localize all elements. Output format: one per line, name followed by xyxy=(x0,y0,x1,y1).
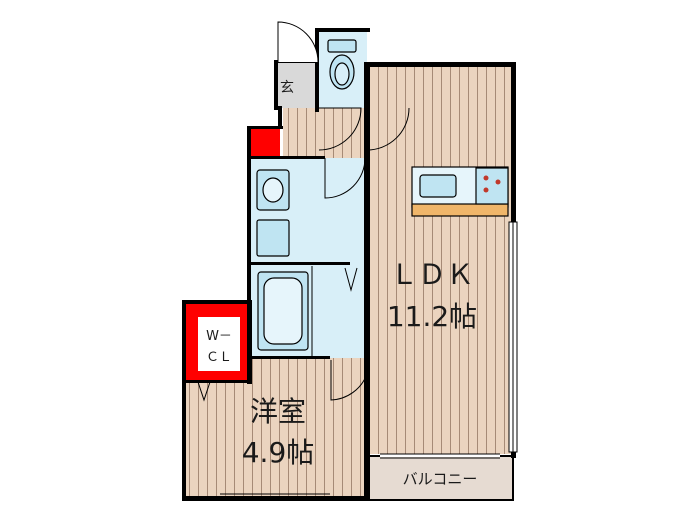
entrance-label: 玄 xyxy=(280,79,294,96)
ldk-windows xyxy=(508,221,518,453)
washbasin xyxy=(256,169,290,211)
balcony-floor xyxy=(367,456,513,500)
kitchen-counter xyxy=(411,166,509,217)
western-room-name-label: 洋室 xyxy=(250,395,306,428)
hallway-floor xyxy=(283,108,367,158)
doors xyxy=(197,21,410,402)
walk-in-closet-inner xyxy=(198,317,240,371)
western-room-size-label: 4.9帖 xyxy=(242,436,315,469)
ldk-name-label: ＬＤＫ xyxy=(390,258,474,291)
toilet-fixture xyxy=(327,39,357,90)
western-window xyxy=(220,493,330,499)
bathtub xyxy=(257,271,309,351)
stove-burners xyxy=(483,175,501,193)
walk-in-closet-label-line1: W－ xyxy=(206,329,232,344)
entrance-floor xyxy=(276,62,317,108)
balcony-label: バルコニー xyxy=(403,470,478,488)
shoe-storage xyxy=(250,128,280,158)
walk-in-closet-label-line2: ＣＬ xyxy=(206,350,232,365)
hallway-floor-lower xyxy=(331,358,367,398)
ldk-floor xyxy=(367,66,513,454)
ldk-size-label: 11.2帖 xyxy=(387,300,477,333)
washing-machine xyxy=(256,219,290,257)
